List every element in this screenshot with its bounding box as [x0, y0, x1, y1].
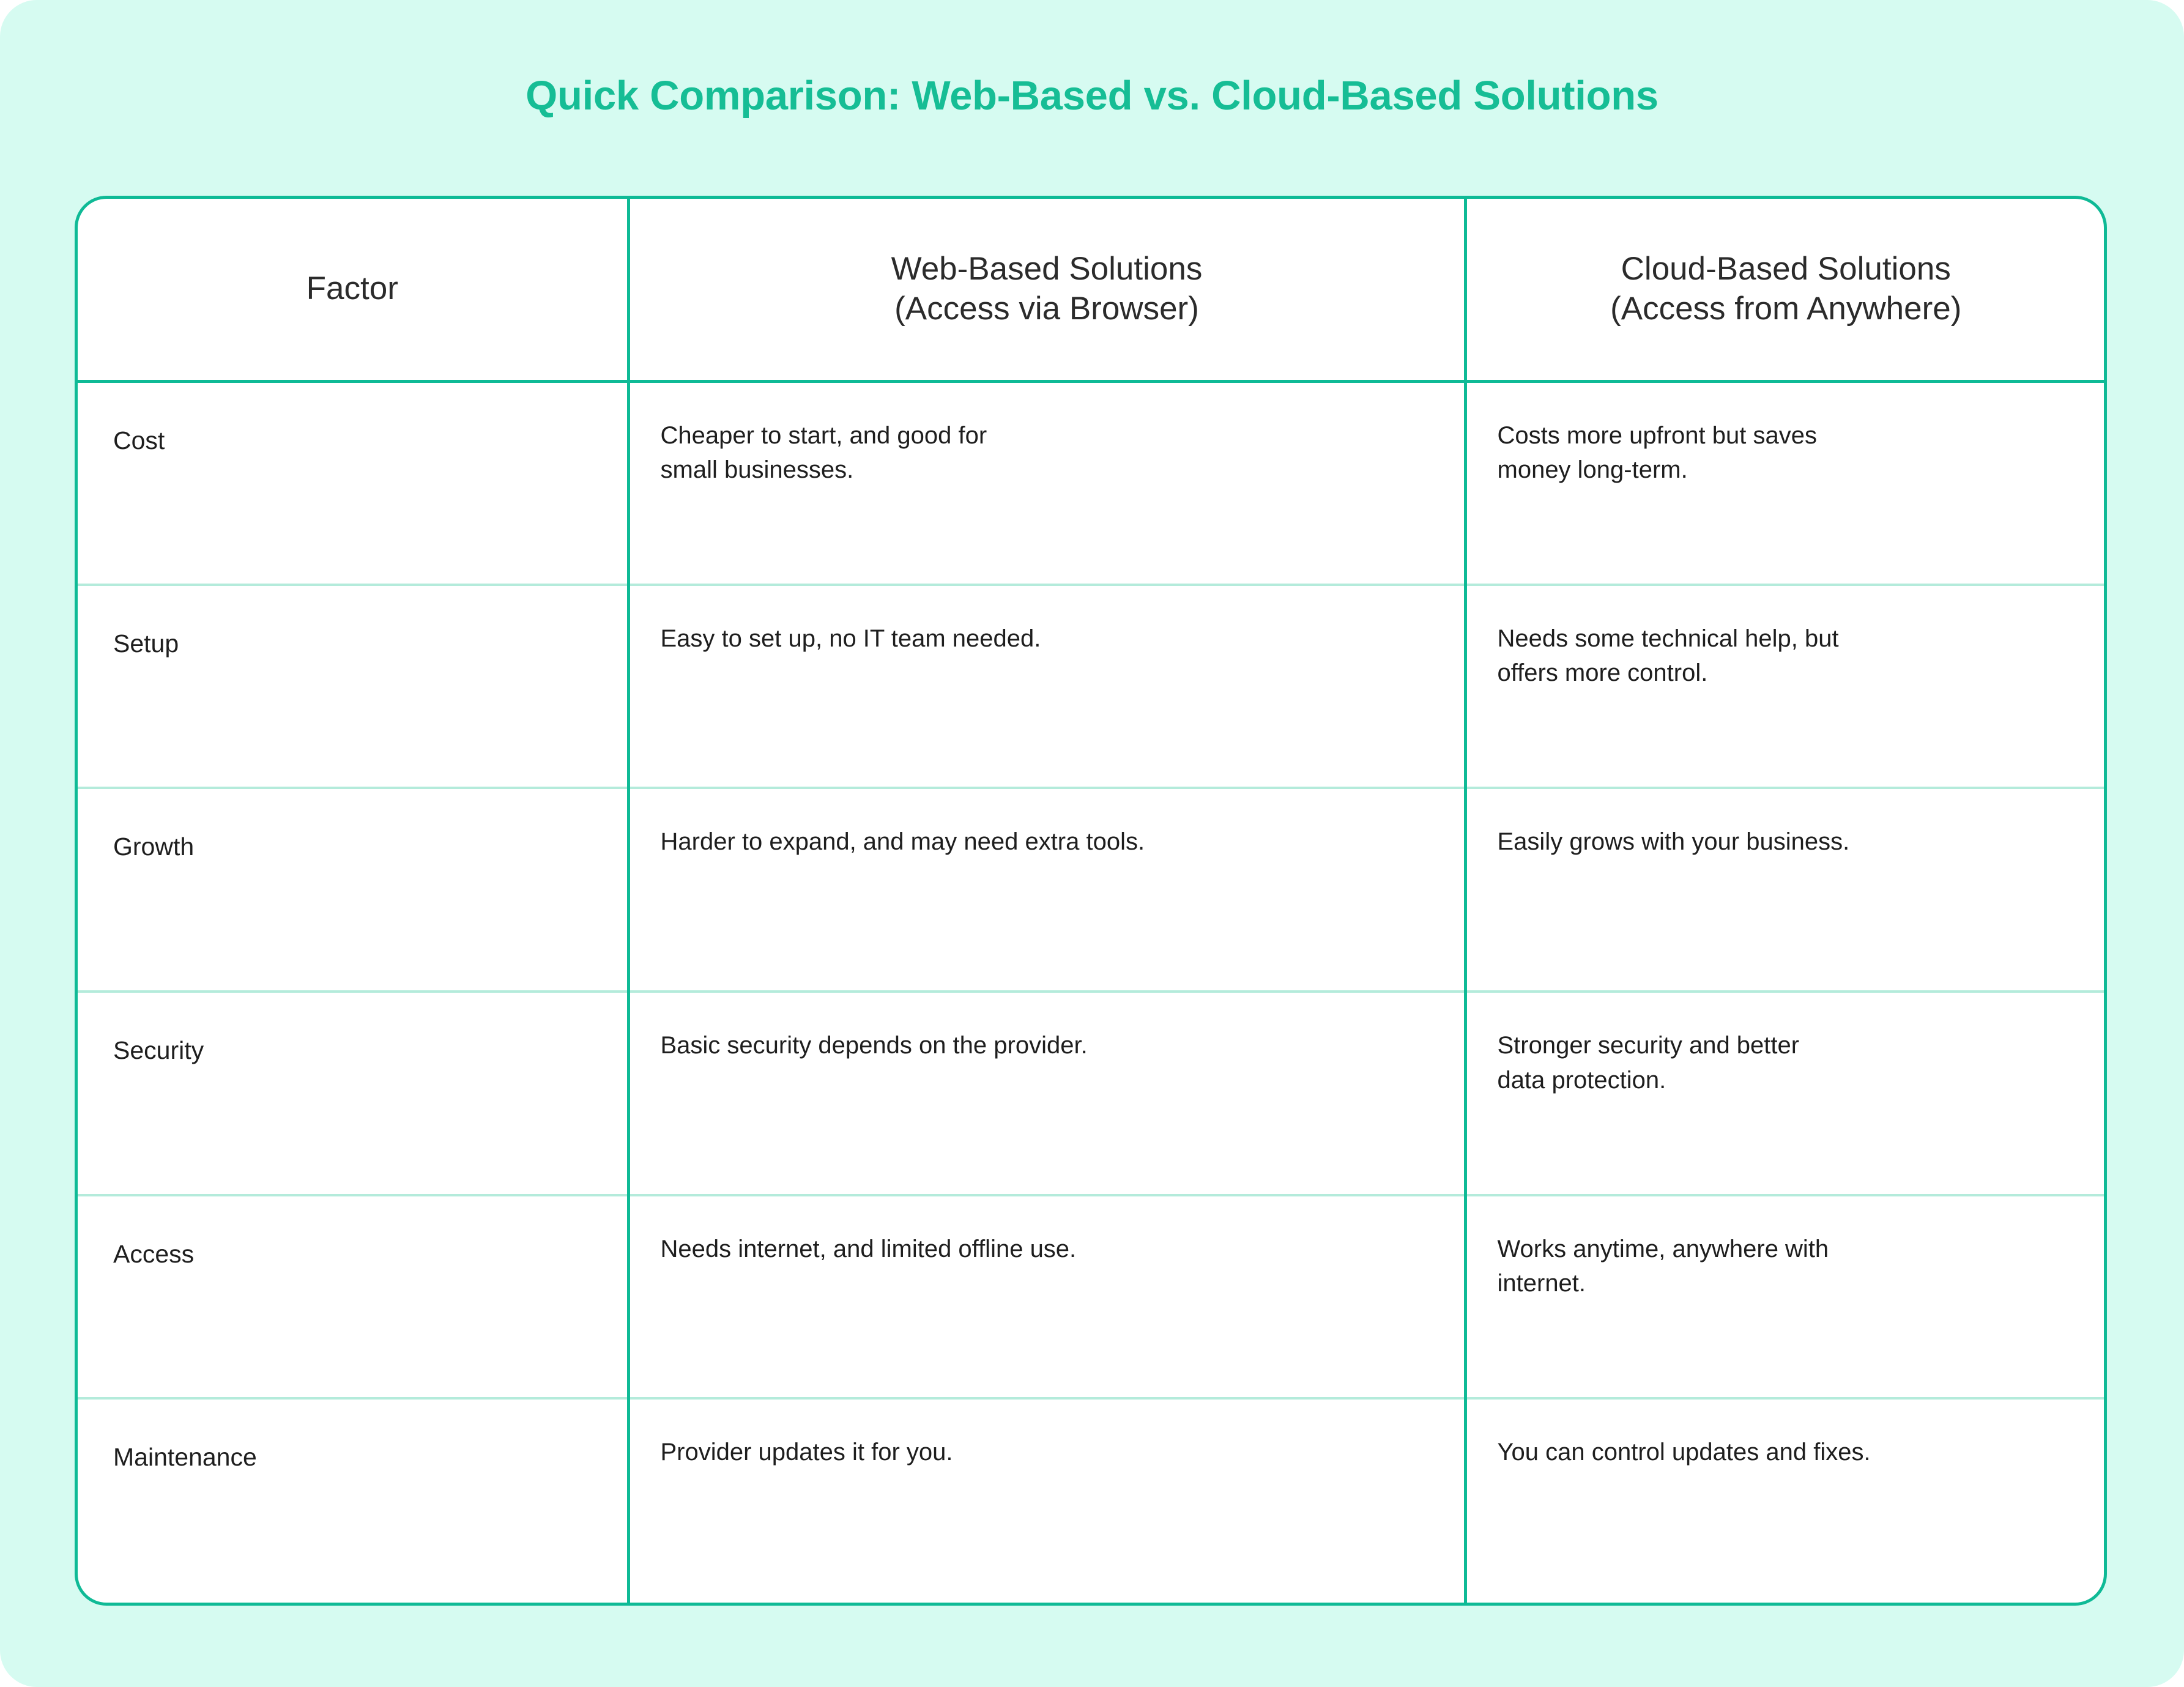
row-cloud-based-line2: money long-term. [1497, 456, 1688, 484]
row-web-based-value: Basic security depends on the provider. [628, 991, 1467, 1196]
row-cloud-based-line1: Easily grows with your business. [1497, 828, 1850, 856]
row-factor-label: Maintenance [78, 1398, 630, 1603]
row-cloud-based-value: You can control updates and fixes. [1465, 1398, 2104, 1603]
table-header: Factor Web-Based Solutions (Access via B… [78, 199, 2104, 383]
row-web-based-value: Provider updates it for you. [628, 1398, 1467, 1603]
row-cloud-based-value: Easily grows with your business. [1465, 788, 2104, 993]
table-row: Growth Harder to expand, and may need ex… [78, 788, 2104, 993]
comparison-table-container: Factor Web-Based Solutions (Access via B… [75, 196, 2107, 1606]
table-body: Cost Cheaper to start, and good for smal… [78, 381, 2104, 1603]
row-factor-label: Access [78, 1195, 630, 1400]
row-web-based-line1: Harder to expand, and may need extra too… [660, 828, 1145, 856]
row-web-based-line2: small businesses. [660, 456, 854, 484]
column-header-web-based-line2: (Access via Browser) [894, 290, 1199, 327]
row-web-based-line1: Needs internet, and limited offline use. [660, 1235, 1077, 1262]
row-cloud-based-line2: data protection. [1497, 1066, 1666, 1094]
row-factor-label: Cost [78, 381, 630, 586]
table-row: Security Basic security depends on the p… [78, 991, 2104, 1196]
row-cloud-based-line1: You can control updates and fixes. [1497, 1439, 1871, 1466]
row-cloud-based-value: Stronger security and better data protec… [1465, 991, 2104, 1196]
table-header-row: Factor Web-Based Solutions (Access via B… [78, 199, 2104, 383]
row-cloud-based-line1: Works anytime, anywhere with [1497, 1235, 1829, 1262]
row-factor-label: Security [78, 991, 630, 1196]
column-header-web-based: Web-Based Solutions (Access via Browser) [628, 199, 1467, 383]
row-cloud-based-line1: Needs some technical help, but [1497, 625, 1839, 652]
row-cloud-based-value: Needs some technical help, but offers mo… [1465, 584, 2104, 790]
table-row: Cost Cheaper to start, and good for smal… [78, 381, 2104, 586]
comparison-table: Factor Web-Based Solutions (Access via B… [78, 199, 2104, 1603]
row-web-based-value: Easy to set up, no IT team needed. [628, 584, 1467, 790]
row-cloud-based-value: Works anytime, anywhere with internet. [1465, 1195, 2104, 1400]
row-web-based-value: Harder to expand, and may need extra too… [628, 788, 1467, 993]
row-web-based-line1: Easy to set up, no IT team needed. [660, 625, 1041, 652]
column-header-web-based-line1: Web-Based Solutions [891, 251, 1203, 287]
row-web-based-value: Cheaper to start, and good for small bus… [628, 381, 1467, 586]
column-header-factor: Factor [78, 199, 630, 383]
table-row: Maintenance Provider updates it for you.… [78, 1398, 2104, 1603]
row-web-based-line1: Basic security depends on the provider. [660, 1031, 1088, 1059]
page-title: Quick Comparison: Web-Based vs. Cloud-Ba… [526, 73, 1658, 119]
row-web-based-value: Needs internet, and limited offline use. [628, 1195, 1467, 1400]
row-cloud-based-line1: Stronger security and better [1497, 1031, 1800, 1059]
row-cloud-based-line2: offers more control. [1497, 659, 1708, 687]
row-factor-label: Setup [78, 584, 630, 790]
row-web-based-line1: Cheaper to start, and good for [660, 421, 987, 449]
column-header-cloud-based: Cloud-Based Solutions (Access from Anywh… [1465, 199, 2104, 383]
row-factor-label: Growth [78, 788, 630, 993]
row-web-based-line1: Provider updates it for you. [660, 1439, 953, 1466]
table-row: Setup Easy to set up, no IT team needed.… [78, 584, 2104, 790]
row-cloud-based-value: Costs more upfront but saves money long-… [1465, 381, 2104, 586]
column-header-cloud-based-line2: (Access from Anywhere) [1610, 290, 1962, 327]
row-cloud-based-line1: Costs more upfront but saves [1497, 421, 1817, 449]
row-cloud-based-line2: internet. [1497, 1270, 1586, 1297]
column-header-cloud-based-line1: Cloud-Based Solutions [1621, 251, 1951, 287]
table-row: Access Needs internet, and limited offli… [78, 1195, 2104, 1400]
